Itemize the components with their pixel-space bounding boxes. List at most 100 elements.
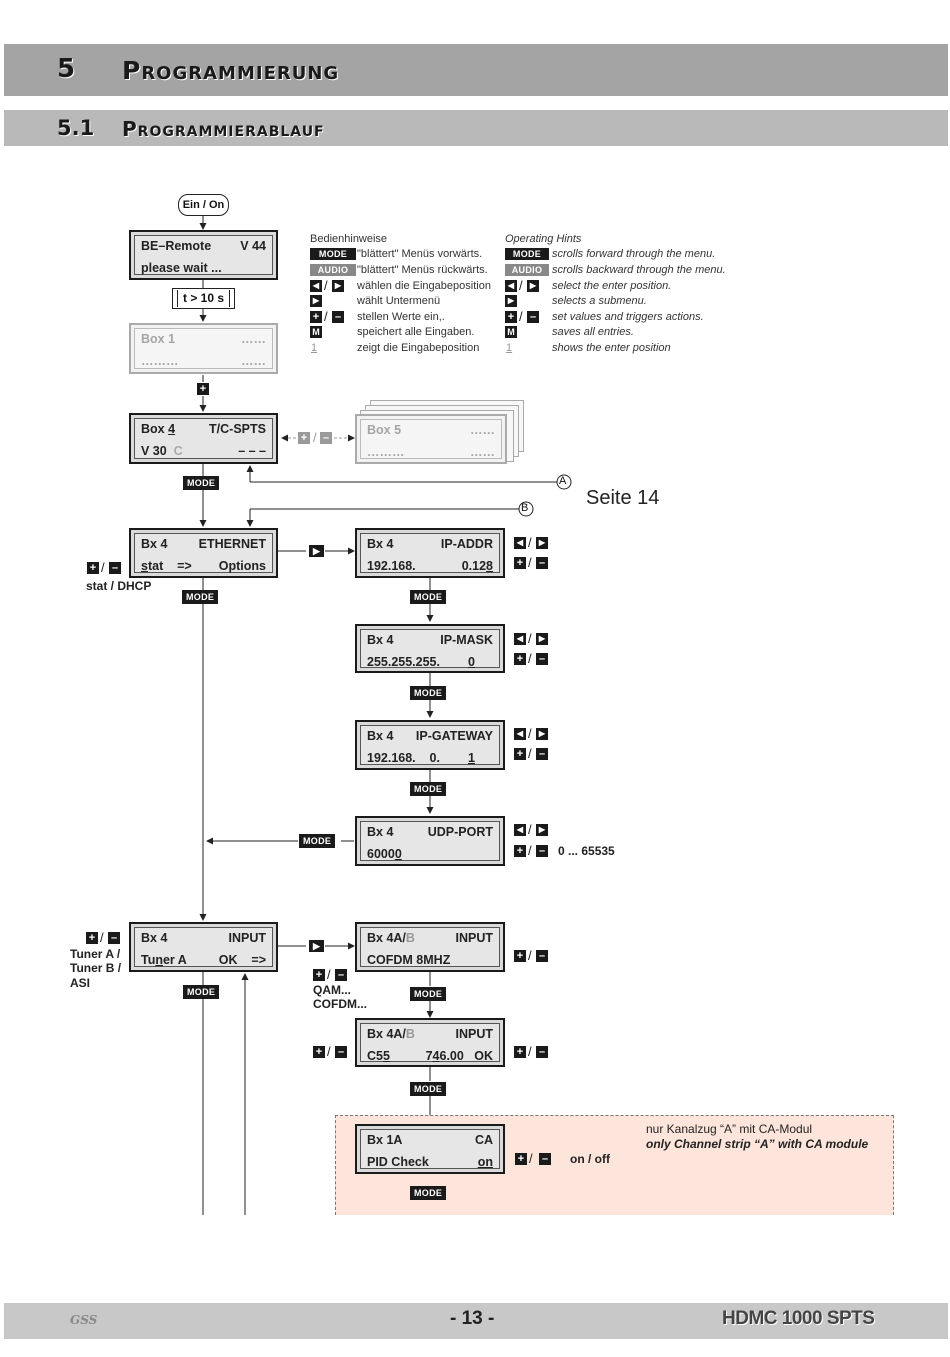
right-key-icon: ▶ <box>310 295 322 307</box>
lcd-ethernet: Bx 4 ETHERNET stat => Options <box>129 528 278 578</box>
mode-key: MODE <box>182 590 219 604</box>
left-key-icon: ◀ <box>514 537 526 549</box>
plus-key-icon: + <box>313 1046 325 1058</box>
plus-key-icon: + <box>514 845 526 857</box>
slash: / <box>324 278 328 293</box>
right-key-icon: ▶ <box>536 728 548 740</box>
on-off-label: on / off <box>570 1152 610 1166</box>
tuner-option: Tuner A / <box>70 947 121 961</box>
hint-de-row: speichert alle Eingaben. <box>357 326 475 338</box>
lcd-text: T/C-SPTS <box>209 422 266 436</box>
lcd-text: stat => <box>141 559 192 573</box>
slash: / <box>528 843 532 858</box>
lcd-text: ETHERNET <box>198 537 266 551</box>
slash: / <box>519 309 523 324</box>
slash: / <box>324 309 328 324</box>
lcd-text: Box 5 <box>367 423 402 437</box>
ca-note-en: only Channel strip “A” with CA module <box>646 1137 869 1151</box>
slash: / <box>327 967 331 982</box>
lcd-input-cofdm: Bx 4A/B INPUT COFDM 8MHZ <box>355 922 505 972</box>
footer-band <box>4 1303 948 1339</box>
left-key-icon: ◀ <box>310 280 322 292</box>
right-key-icon: ▶ <box>536 633 548 645</box>
hint-en-row: shows the enter position <box>552 342 671 354</box>
modulation-option: COFDM... <box>313 997 367 1011</box>
marker-b: B <box>521 502 529 514</box>
lcd-text: Box 1 <box>141 332 176 346</box>
hold-time-box: t > 10 s <box>172 288 235 309</box>
slash: / <box>327 1044 331 1059</box>
lcd-text: Options <box>218 559 266 573</box>
udp-range-label: 0 ... 65535 <box>558 844 615 858</box>
minus-key-icon: – <box>320 432 332 444</box>
lcd-text: 1 <box>468 751 475 765</box>
lcd-text: CA <box>474 1133 493 1147</box>
left-key-icon: ◀ <box>514 728 526 740</box>
slash: / <box>528 535 532 550</box>
minus-key-icon: – <box>108 932 120 944</box>
marker-a: A <box>559 475 567 487</box>
slash: / <box>528 631 532 646</box>
left-key-icon: ◀ <box>505 280 517 292</box>
hint-en-row: scrolls backward through the menu. <box>552 264 726 276</box>
right-key-icon: ▶ <box>536 824 548 836</box>
minus-key-icon: – <box>536 557 548 569</box>
lcd-text: 746.00 OK <box>425 1049 493 1063</box>
minus-key-icon: – <box>335 969 347 981</box>
hint-de-row: stellen Werte ein,. <box>357 311 445 323</box>
slash: / <box>101 560 105 575</box>
cursor-icon: 1 <box>506 342 513 354</box>
left-key-icon: ◀ <box>514 824 526 836</box>
plus-key-icon: + <box>298 432 310 444</box>
lcd-text: INPUT <box>228 931 267 945</box>
lcd-text: IP-ADDR <box>440 537 493 551</box>
hint-de-row: wählen die Eingabeposition <box>357 280 491 292</box>
hint-en-row: scrolls forward through the menu. <box>552 248 716 260</box>
minus-key-icon: – <box>527 311 539 323</box>
lcd-box-4: Box 4 T/C-SPTS V 30 C – – – <box>129 413 278 464</box>
mode-key: MODE <box>410 686 447 700</box>
mode-key: MODE <box>410 987 447 1001</box>
lcd-text: please wait ... <box>141 261 222 275</box>
lcd-text: 60000 <box>367 847 402 861</box>
lcd-text: …… <box>241 354 266 368</box>
lcd-text: 192.168. <box>367 559 416 573</box>
lcd-text: 192.168. 0. <box>367 751 440 765</box>
lcd-ca: Bx 1A CA PID Check on <box>355 1124 505 1174</box>
lcd-text: 0 <box>468 655 475 669</box>
plus-key-icon: + <box>310 311 322 323</box>
memory-key-icon: M <box>310 326 322 338</box>
lcd-text: Bx 1A <box>367 1133 403 1147</box>
lcd-text: Bx 4 <box>367 825 394 839</box>
lcd-text: INPUT <box>455 1027 494 1041</box>
mode-key: MODE <box>310 248 356 260</box>
plus-key-icon: + <box>514 557 526 569</box>
slash: / <box>528 555 532 570</box>
slash: / <box>528 726 532 741</box>
hint-de-row: wählt Untermenü <box>357 295 441 307</box>
on-button[interactable]: Ein / On <box>178 194 229 216</box>
lcd-text: – – – <box>238 444 266 458</box>
plus-key-icon: + <box>514 1046 526 1058</box>
plus-key-icon: + <box>86 932 98 944</box>
lcd-ip-mask: Bx 4 IP-MASK 255.255.255. 0 <box>355 624 505 673</box>
tuner-option: Tuner B / <box>70 961 122 975</box>
subsection-number: 5.1 <box>57 116 95 140</box>
lcd-text: OK => <box>218 953 266 967</box>
lcd-ip-addr: Bx 4 IP-ADDR 192.168. 0.128 <box>355 528 505 578</box>
slash: / <box>528 1044 532 1059</box>
minus-key-icon: – <box>536 845 548 857</box>
plus-key-icon: + <box>505 311 517 323</box>
section-header-band <box>4 44 948 96</box>
hint-en-row: saves all entries. <box>552 326 634 338</box>
right-key-icon: ▶ <box>332 280 344 292</box>
minus-key-icon: – <box>109 562 121 574</box>
lcd-text: Bx 4 <box>141 537 168 551</box>
hold-time-label: t > 10 s <box>177 290 230 307</box>
lcd-input-channel: Bx 4A/B INPUT C55 746.00 OK <box>355 1018 505 1067</box>
slash: / <box>528 822 532 837</box>
lcd-ip-gateway: Bx 4 IP-GATEWAY 192.168. 0. 1 <box>355 720 505 770</box>
lcd-text: Bx 4A/B <box>367 1027 415 1041</box>
lcd-text: 255.255.255. <box>367 655 440 669</box>
modulation-option: QAM... <box>313 983 351 997</box>
